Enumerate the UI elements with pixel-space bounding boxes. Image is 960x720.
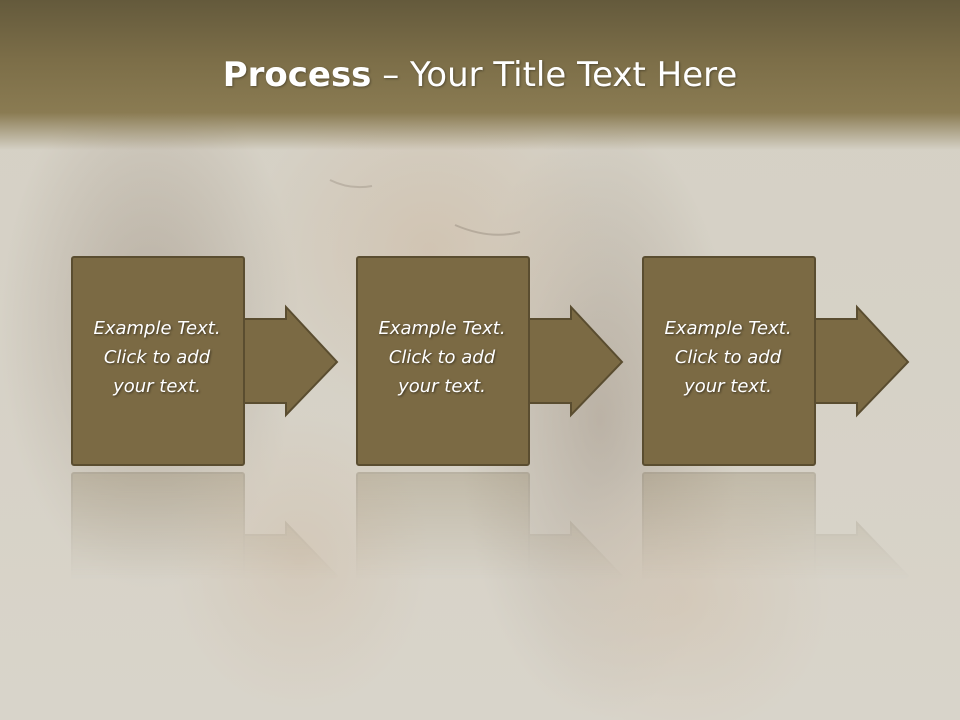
step-text-line: your text. (113, 376, 201, 397)
step-text[interactable]: Example Text. Click to add your text. (642, 314, 814, 401)
step-text-line: Click to add (103, 347, 211, 368)
step-text[interactable]: Example Text. Click to add your text. (71, 314, 243, 401)
title-band (0, 0, 960, 150)
process-step-3[interactable]: Example Text. Click to add your text. (642, 256, 912, 468)
step-reflection (71, 470, 341, 682)
step-text-line: Example Text. (93, 318, 221, 339)
step-text-line: Example Text. (664, 318, 792, 339)
step-text-line: Click to add (674, 347, 782, 368)
step-text-line: your text. (398, 376, 486, 397)
process-step-2[interactable]: Example Text. Click to add your text. (356, 256, 626, 468)
step-shape (71, 256, 339, 466)
step-text-line: Click to add (388, 347, 496, 368)
step-box (642, 256, 816, 466)
step-reflection (642, 470, 912, 682)
step-text-line: Example Text. (378, 318, 506, 339)
step-text[interactable]: Example Text. Click to add your text. (356, 314, 528, 401)
arrow-right-icon (813, 304, 910, 418)
step-shape (356, 256, 624, 466)
step-shape (642, 256, 910, 466)
arrow-right-icon (527, 304, 624, 418)
title-rest: – Your Title Text Here (371, 55, 738, 95)
slide-title[interactable]: Process – Your Title Text Here (0, 52, 960, 98)
step-box (356, 256, 530, 466)
step-text-line: your text. (684, 376, 772, 397)
step-reflection (356, 470, 626, 682)
arrow-right-icon (242, 304, 339, 418)
title-bold: Process (222, 55, 372, 95)
step-box (71, 256, 245, 466)
process-step-1[interactable]: Example Text. Click to add your text. (71, 256, 341, 468)
